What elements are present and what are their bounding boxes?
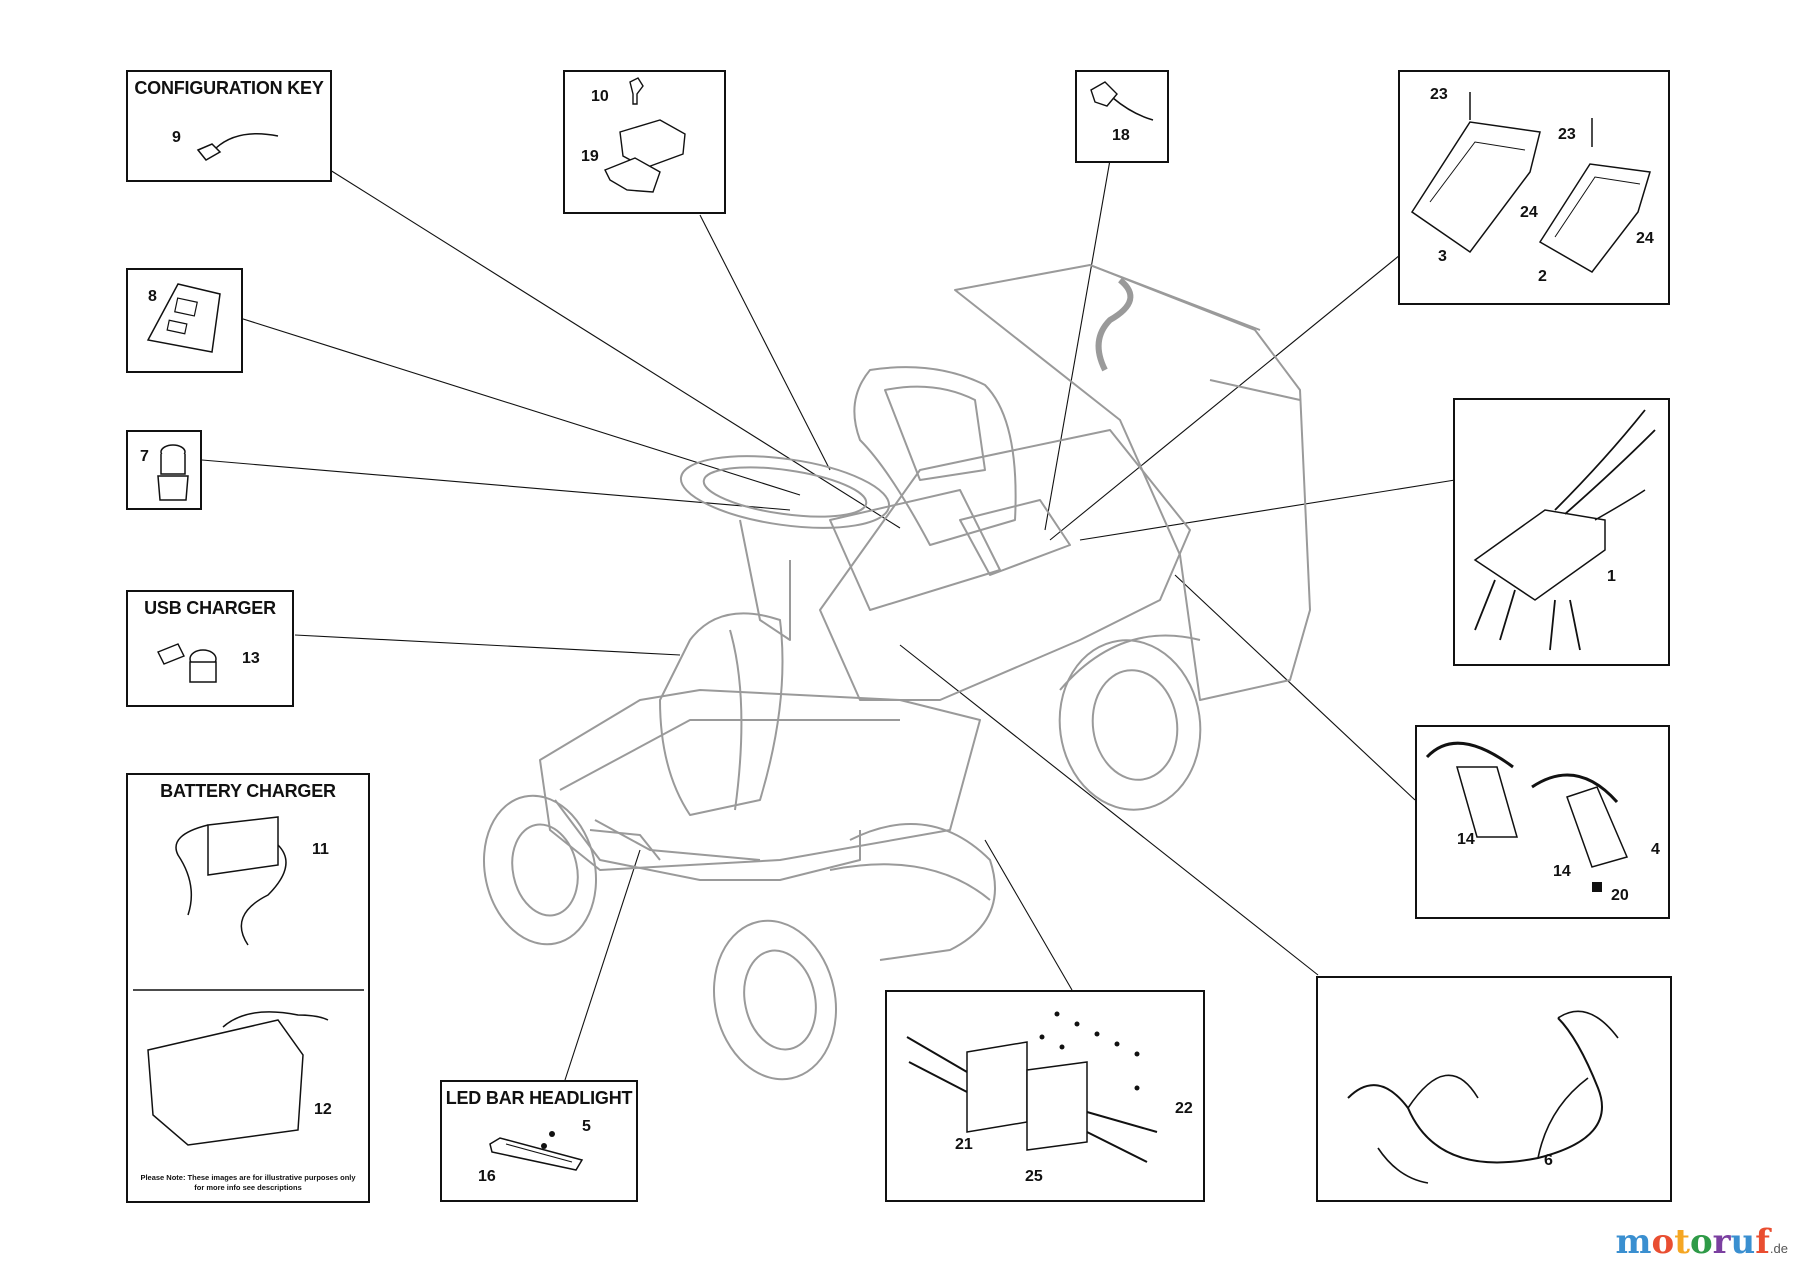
part-number: 13 <box>242 650 260 667</box>
logo-letter: o <box>1651 1222 1675 1262</box>
part-number: 10 <box>591 88 609 105</box>
usb-charger-icon <box>157 643 217 683</box>
display-unit-icon <box>146 283 221 353</box>
part-number: 9 <box>172 129 181 146</box>
controller-modules-panel: 23 23 24 24 3 2 <box>1398 70 1670 305</box>
part-number: 20 <box>1611 887 1629 904</box>
battery-charger-icon <box>133 816 364 1146</box>
panel-title: BATTERY CHARGER <box>160 781 336 801</box>
part-number: 19 <box>581 148 599 165</box>
battery-charger-panel: BATTERY CHARGER 11 12 Please Note: These… <box>126 773 370 1203</box>
ignition-switch-icon <box>604 77 686 193</box>
panel-title: USB CHARGER <box>144 598 276 618</box>
part-number: 1 <box>1607 568 1616 585</box>
disclaimer-note-line-1: Please Note: These images are for illust… <box>140 1173 356 1182</box>
part-number: 23 <box>1430 86 1448 103</box>
display-panel: 8 <box>126 268 243 373</box>
ignition-key-panel: 10 19 <box>563 70 726 214</box>
logo-letter: o <box>1689 1222 1713 1262</box>
part-number: 3 <box>1438 248 1447 265</box>
part-number: 24 <box>1520 204 1538 221</box>
panel-title: CONFIGURATION KEY <box>134 78 324 98</box>
part-number: 23 <box>1558 126 1576 143</box>
part-number: 14 <box>1457 831 1475 848</box>
part-number: 11 <box>312 841 329 858</box>
part-number: 8 <box>148 288 157 305</box>
sensor-panel: 18 <box>1075 70 1169 163</box>
logo-letter: t <box>1674 1222 1690 1262</box>
battery-packs-panel: 14 14 4 20 <box>1415 725 1670 919</box>
part-number: 5 <box>582 1118 591 1135</box>
configuration-key-panel: CONFIGURATION KEY 9 <box>126 70 332 182</box>
leader-lines <box>201 159 1456 1081</box>
part-number: 21 <box>955 1136 973 1153</box>
logo-tld: .de <box>1769 1241 1788 1256</box>
panel-title: LED BAR HEADLIGHT <box>445 1088 633 1108</box>
part-number: 16 <box>478 1168 496 1185</box>
junction-boxes-panel: 22 21 25 <box>885 990 1205 1202</box>
switch-icon <box>157 444 189 501</box>
part-number: 12 <box>314 1101 332 1118</box>
part-number: 4 <box>1651 841 1660 858</box>
emergency-switch-panel: 7 <box>126 430 202 510</box>
wiring-harness-panel: 6 <box>1316 976 1672 1202</box>
led-bar-icon <box>489 1131 584 1171</box>
controller-module-icon <box>1410 92 1651 273</box>
wiring-harness-icon <box>1347 1010 1619 1184</box>
motor-controller-panel: 1 <box>1453 398 1670 666</box>
part-number: 24 <box>1636 230 1654 247</box>
part-number: 18 <box>1112 127 1130 144</box>
part-number: 14 <box>1553 863 1571 880</box>
motor-controller-icon <box>1473 409 1656 651</box>
logo-letter: m <box>1615 1222 1652 1262</box>
logo-letter: f <box>1755 1222 1770 1262</box>
battery-pack-icon <box>1425 741 1629 892</box>
part-number: 22 <box>1175 1100 1193 1117</box>
logo-letter: u <box>1730 1222 1756 1262</box>
configuration-key-icon <box>196 133 279 161</box>
junction-box-icon <box>906 1011 1158 1163</box>
logo-letter: r <box>1712 1222 1731 1262</box>
part-number: 2 <box>1538 268 1547 285</box>
led-bar-headlight-panel: LED BAR HEADLIGHT 5 16 <box>440 1080 638 1202</box>
part-number: 6 <box>1544 1152 1553 1169</box>
disclaimer-note-line-2: for more info see descriptions <box>194 1183 302 1192</box>
usb-charger-panel: USB CHARGER 13 <box>126 590 294 707</box>
part-number: 7 <box>140 448 149 465</box>
mower-illustration <box>482 264 1311 1081</box>
part-number: 25 <box>1025 1168 1043 1185</box>
motoruf-logo: motoruf.de <box>1616 1222 1788 1262</box>
sensor-icon <box>1090 81 1154 121</box>
